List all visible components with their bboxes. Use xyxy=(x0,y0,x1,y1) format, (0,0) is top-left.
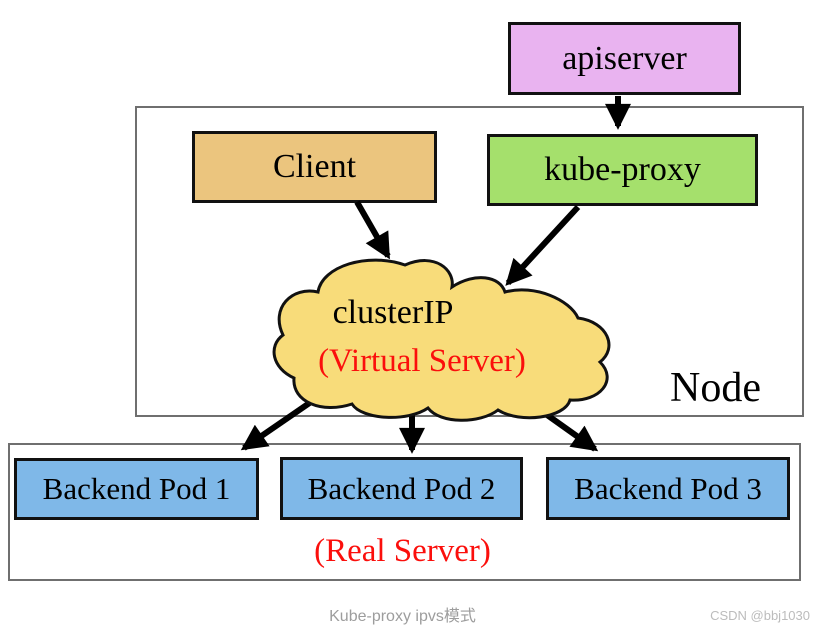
client-box: Client xyxy=(192,131,437,203)
kube-proxy-label: kube-proxy xyxy=(544,151,701,188)
diagram-caption: Kube-proxy ipvs模式 xyxy=(329,608,476,625)
client-label: Client xyxy=(272,148,357,185)
clusterip-label: clusterIP xyxy=(332,294,454,331)
kube-proxy-box: kube-proxy xyxy=(487,134,758,206)
node-label: Node xyxy=(670,365,761,411)
real-server-label: (Real Server) xyxy=(314,533,491,569)
csdn-watermark: CSDN @bbj1030 xyxy=(710,608,810,623)
backend-pod-3-label: Backend Pod 3 xyxy=(574,470,762,506)
backend-pod-1-box: Backend Pod 1 xyxy=(14,458,259,520)
apiserver-label: apiserver xyxy=(562,39,687,77)
backend-pod-1-label: Backend Pod 1 xyxy=(42,471,231,506)
backend-pod-3-box: Backend Pod 3 xyxy=(546,457,790,520)
virtual-server-label: (Virtual Server) xyxy=(318,343,526,379)
apiserver-box: apiserver xyxy=(508,22,741,95)
backend-pod-2-box: Backend Pod 2 xyxy=(280,457,523,520)
backend-pod-2-label: Backend Pod 2 xyxy=(307,470,496,506)
